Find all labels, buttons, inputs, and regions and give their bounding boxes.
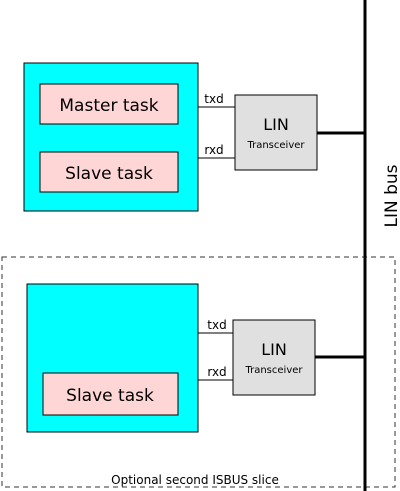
- slave-task-box: [42, 372, 179, 416]
- optional-slice-frame: [1, 256, 396, 488]
- transceiver-title: LIN: [263, 115, 289, 134]
- optional-slice-label: Optional second ISBUS slice: [111, 473, 279, 487]
- transceiver-box: [232, 319, 316, 396]
- txd-label: txd: [204, 92, 223, 106]
- lin-bus-label: LIN bus: [382, 164, 400, 227]
- master-task-label: Master task: [59, 96, 158, 116]
- slave-task-box: [39, 151, 179, 193]
- rxd-label: rxd: [204, 143, 223, 157]
- slave-task-label: Slave task: [65, 164, 153, 184]
- slave-task-label: Slave task: [66, 386, 154, 406]
- slice-1: Master task Slave task txd rxd LIN Trans…: [23, 62, 365, 212]
- transceiver-title: LIN: [261, 340, 287, 359]
- master-task-box: [39, 83, 179, 125]
- transceiver-subtitle: Transceiver: [244, 365, 303, 376]
- slice-2: Slave task txd rxd LIN Transceiver: [26, 283, 365, 433]
- rxd-label: rxd: [207, 365, 226, 379]
- transceiver-subtitle: Transceiver: [246, 140, 305, 151]
- txd-label: txd: [207, 318, 226, 332]
